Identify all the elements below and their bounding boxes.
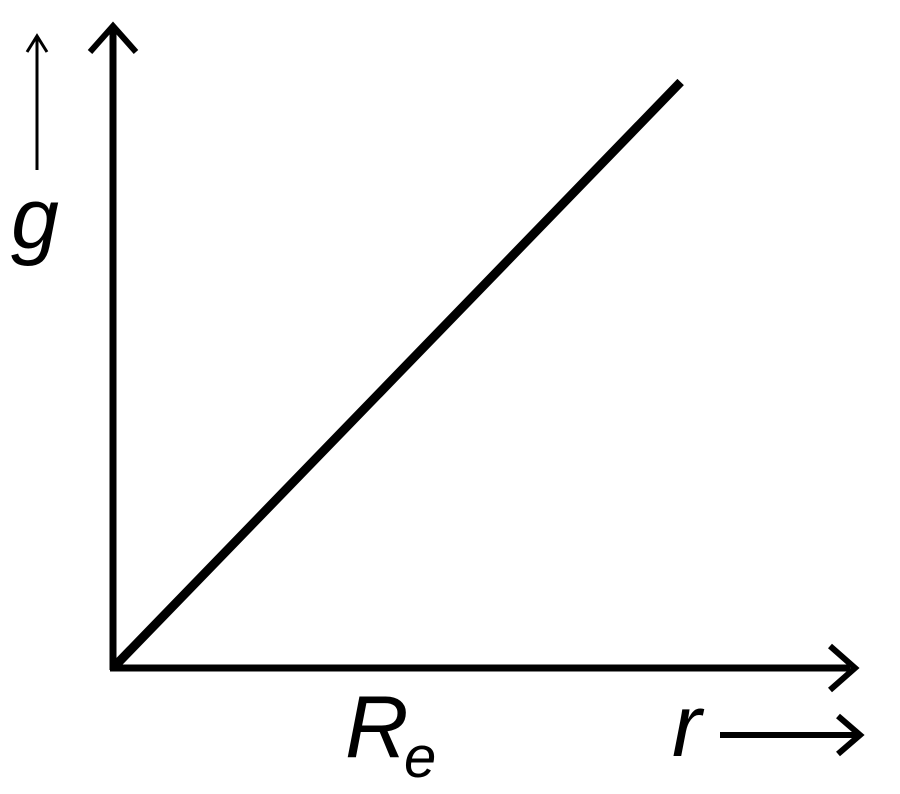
series-line — [109, 78, 684, 672]
x-axis-label-group: r — [672, 676, 865, 775]
x-axis-label: r — [672, 676, 705, 775]
x-axis-arrowhead — [828, 643, 860, 693]
x-axis — [110, 643, 860, 693]
x-tick-label-main: R — [345, 677, 409, 776]
x-tick-label-re: R e — [345, 677, 436, 790]
y-axis-arrowhead — [87, 21, 139, 54]
x-tick-label-subscript: e — [404, 725, 436, 790]
y-axis-label: g — [11, 171, 59, 267]
y-axis — [87, 21, 139, 670]
y-label-arrow-head — [25, 33, 49, 53]
x-label-arrow-head — [836, 713, 865, 757]
y-axis-label-group: g — [11, 33, 59, 267]
